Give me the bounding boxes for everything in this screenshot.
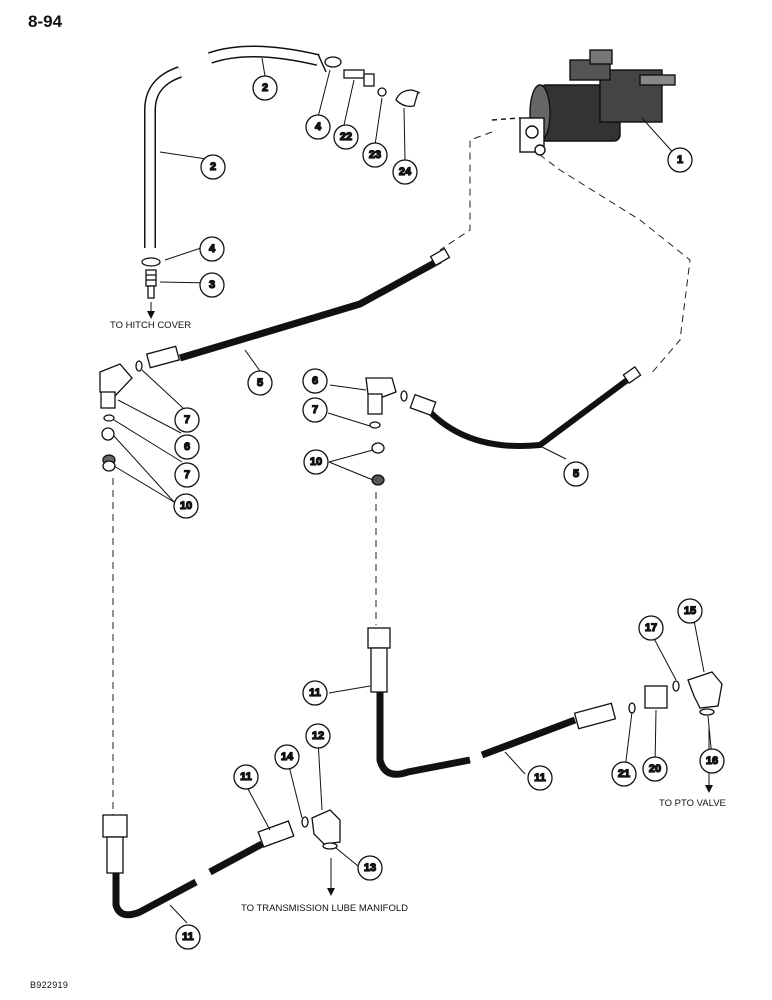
callout-7b: 7 [302,397,328,423]
callout-21: 21 [611,761,637,787]
svg-text:10: 10 [180,500,192,512]
pto-fittings [628,671,723,793]
upper-fittings [324,56,419,108]
callout-23: 23 [362,142,388,168]
figure-id: B922919 [30,980,69,990]
leader-lines [113,57,713,924]
svg-text:14: 14 [281,751,294,763]
callout-1: 1 [667,147,693,173]
svg-text:7: 7 [184,469,190,481]
callout-10a: 10 [173,493,199,519]
svg-text:20: 20 [649,763,661,775]
svg-text:3: 3 [209,279,215,291]
hitch-fittings [141,257,161,319]
note-hitch-cover: TO HITCH COVER [110,320,191,331]
svg-text:16: 16 [706,755,718,767]
callout-6b: 6 [174,434,200,460]
svg-text:11: 11 [240,771,252,783]
svg-text:7: 7 [184,414,190,426]
svg-text:11: 11 [309,687,321,699]
callout-11d: 11 [175,924,201,950]
hose-upper [144,45,327,248]
svg-text:17: 17 [645,622,657,634]
callout-6a: 6 [302,368,328,394]
callout-4b: 4 [199,236,225,262]
svg-text:10: 10 [310,456,322,468]
svg-text:11: 11 [182,931,194,943]
callout-4a: 4 [305,114,331,140]
svg-text:5: 5 [257,377,263,389]
hose-11-lower [102,814,295,919]
callout-11b: 11 [527,765,553,791]
svg-text:22: 22 [340,131,352,143]
svg-text:15: 15 [684,605,696,617]
center-elbow-fitting [365,377,408,486]
callout-10b: 10 [303,449,329,475]
note-lube-manifold: TO TRANSMISSION LUBE MANIFOLD [241,903,408,914]
callout-17: 17 [638,615,664,641]
svg-text:13: 13 [364,862,376,874]
svg-text:2: 2 [210,161,216,173]
svg-text:6: 6 [312,375,318,387]
svg-text:6: 6 [184,441,190,453]
callout-16: 16 [699,748,725,774]
callout-7c: 7 [174,462,200,488]
svg-text:5: 5 [573,468,579,480]
callout-3: 3 [199,272,225,298]
svg-text:1: 1 [677,154,683,166]
left-elbow-fitting [99,360,143,472]
hose-11-center [367,627,617,778]
svg-text:12: 12 [312,730,324,742]
hose-5-right [409,365,642,450]
callout-14: 14 [274,744,300,770]
lube-elbow-fitting [301,809,341,896]
svg-text:4: 4 [315,121,322,133]
actuator-cylinder [491,49,676,156]
callout-11a: 11 [302,680,328,706]
callout-12: 12 [305,723,331,749]
page-number: 8-94 [28,12,63,31]
callout-11c: 11 [233,764,259,790]
svg-text:21: 21 [618,768,630,780]
callout-2b: 2 [200,154,226,180]
svg-text:24: 24 [399,166,412,178]
hose-5-left [145,247,451,369]
callout-20: 20 [642,756,668,782]
callout-24: 24 [392,159,418,185]
callout-22: 22 [333,124,359,150]
svg-text:2: 2 [262,82,268,94]
callout-5b: 5 [563,461,589,487]
svg-text:23: 23 [369,149,381,161]
svg-text:7: 7 [312,404,318,416]
callout-5a: 5 [247,370,273,396]
callout-15: 15 [677,598,703,624]
svg-text:11: 11 [534,772,546,784]
callouts: 1 2 2 3 4 4 22 23 24 5 5 6 6 7 7 7 10 10… [173,75,725,950]
callout-2a: 2 [252,75,278,101]
svg-text:4: 4 [209,243,216,255]
callout-13: 13 [357,855,383,881]
note-pto-valve: TO PTO VALVE [659,798,726,809]
callout-7a: 7 [174,407,200,433]
